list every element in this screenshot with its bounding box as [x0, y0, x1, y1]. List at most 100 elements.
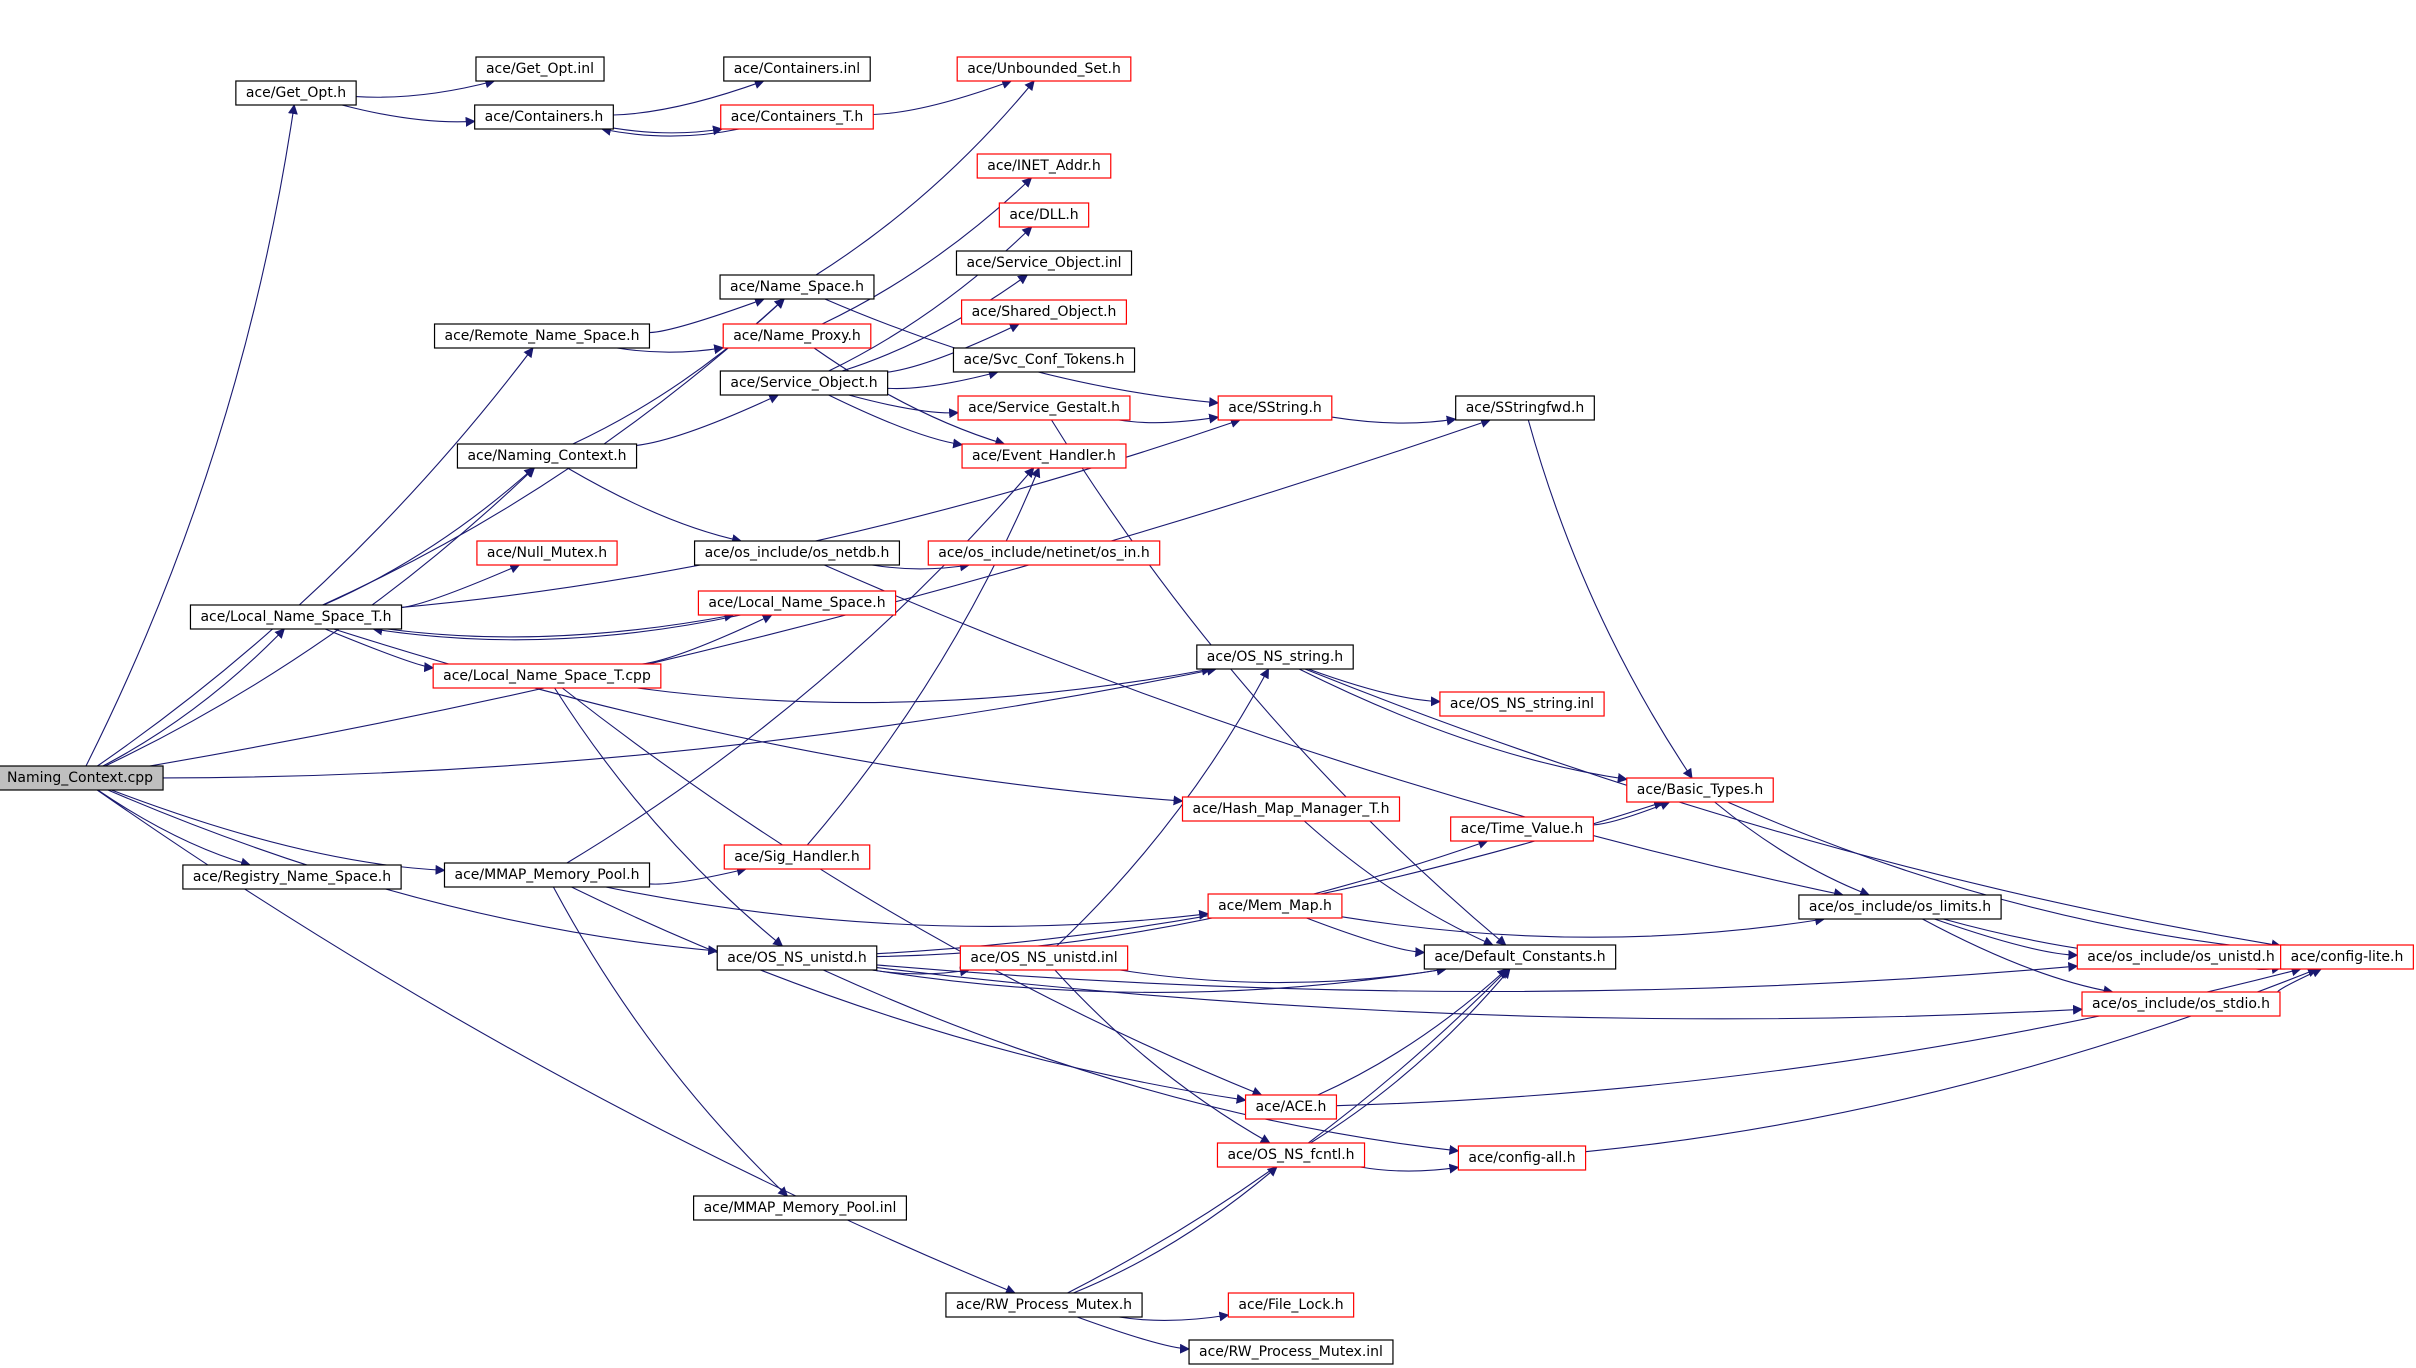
graph-node[interactable]: ace/Service_Object.inl: [955, 250, 1133, 276]
dependency-edge: [848, 394, 960, 419]
graph-node-box: [723, 56, 871, 82]
dependency-edge: [1727, 801, 2282, 955]
graph-node[interactable]: ace/Mem_Map.h: [1207, 893, 1343, 919]
graph-node[interactable]: ace/OS_NS_fcntl.h: [1216, 1142, 1366, 1168]
graph-node[interactable]: ace/Svc_Conf_Tokens.h: [952, 347, 1136, 373]
dependency-edge: [813, 347, 1006, 447]
graph-node-label: ace/Local_Name_Space_T.cpp: [443, 668, 651, 684]
graph-node[interactable]: ace/DLL.h: [998, 202, 1090, 228]
dependency-edge: [1054, 969, 1271, 1144]
graph-node-label: ace/Mem_Map.h: [1218, 898, 1332, 914]
graph-node-label: ace/RW_Process_Mutex.h: [956, 1297, 1132, 1313]
graph-node[interactable]: ace/RW_Process_Mutex.inl: [1188, 1339, 1394, 1365]
graph-node-box: [716, 945, 878, 971]
graph-node-box: [1450, 816, 1594, 842]
graph-node[interactable]: ace/Name_Proxy.h: [722, 323, 872, 349]
dependency-edge: [372, 614, 741, 641]
graph-node[interactable]: ace/RW_Process_Mutex.h: [945, 1292, 1143, 1318]
graph-node-box: [1455, 395, 1595, 421]
graph-node[interactable]: ace/OS_NS_string.inl: [1439, 691, 1605, 717]
dependency-edge: [571, 886, 1247, 1104]
graph-node[interactable]: ace/OS_NS_string.h: [1196, 644, 1354, 670]
dependency-edge: [823, 969, 1460, 1155]
graph-node[interactable]: ace/Service_Gestalt.h: [957, 395, 1131, 421]
graph-node[interactable]: ace/OS_NS_unistd.h: [716, 945, 878, 971]
graph-node[interactable]: ace/Local_Name_Space_T.h: [189, 604, 403, 630]
graph-node[interactable]: ace/Get_Opt.h: [235, 80, 357, 106]
graph-node[interactable]: ace/Service_Object.h: [719, 370, 889, 396]
dependency-edge: [561, 687, 1263, 1097]
graph-node[interactable]: ace/Hash_Map_Manager_T.h: [1181, 796, 1401, 822]
graph-node[interactable]: ace/MMAP_Memory_Pool.inl: [693, 1195, 907, 1221]
graph-node[interactable]: ace/Remote_Name_Space.h: [433, 323, 651, 349]
dependency-edge: [616, 344, 725, 355]
dependency-edge: [1922, 918, 2114, 996]
dependency-edge: [649, 297, 765, 334]
graph-node-box: [976, 153, 1112, 179]
graph-node[interactable]: ace/Null_Mutex.h: [476, 540, 618, 566]
graph-node[interactable]: Naming_Context.cpp: [0, 765, 164, 791]
graph-node-box: [998, 202, 1090, 228]
graph-node-label: ace/os_include/os_limits.h: [1809, 899, 1991, 915]
dependency-edge: [1593, 800, 1671, 826]
graph-node[interactable]: ace/File_Lock.h: [1227, 1292, 1355, 1318]
graph-node[interactable]: ace/Sig_Handler.h: [723, 844, 871, 870]
graph-node-box: [1181, 796, 1401, 822]
dependency-edge: [1118, 413, 1220, 424]
graph-node[interactable]: ace/config-all.h: [1457, 1145, 1587, 1171]
graph-node-box: [0, 765, 164, 791]
graph-node[interactable]: ace/Containers_T.h: [720, 104, 874, 130]
graph-node[interactable]: ace/Basic_Types.h: [1626, 777, 1774, 803]
graph-node[interactable]: ace/Local_Name_Space_T.cpp: [432, 663, 662, 689]
graph-node[interactable]: ace/OS_NS_unistd.inl: [959, 945, 1129, 971]
graph-node[interactable]: ace/Default_Constants.h: [1423, 944, 1617, 970]
graph-node[interactable]: ace/Registry_Name_Space.h: [182, 864, 402, 890]
graph-node-label: ace/os_include/os_unistd.h: [2087, 949, 2274, 965]
graph-node[interactable]: ace/SStringfwd.h: [1455, 395, 1595, 421]
graph-node[interactable]: ace/Name_Space.h: [719, 274, 875, 300]
graph-node[interactable]: ace/Containers.h: [474, 104, 614, 130]
graph-node-label: ace/Service_Object.inl: [966, 255, 1121, 271]
graph-node[interactable]: ace/SString.h: [1217, 395, 1333, 421]
dependency-edge: [1118, 1311, 1230, 1322]
graph-node[interactable]: ace/os_include/os_netdb.h: [693, 540, 901, 566]
graph-node-box: [474, 104, 614, 130]
graph-node-box: [1227, 1292, 1355, 1318]
graph-node[interactable]: ace/Naming_Context.h: [456, 443, 638, 469]
graph-node-label: Naming_Context.cpp: [7, 770, 153, 786]
graph-node-box: [723, 844, 871, 870]
dependency-edge: [613, 125, 723, 136]
dependency-edge: [1067, 968, 1509, 1294]
dependency-edge: [1119, 965, 1447, 984]
graph-node[interactable]: ace/Event_Handler.h: [961, 443, 1127, 469]
graph-node-label: ace/config-all.h: [1468, 1150, 1575, 1166]
graph-node[interactable]: ace/Containers.inl: [723, 56, 871, 82]
graph-node[interactable]: ace/Time_Value.h: [1450, 816, 1594, 842]
graph-node[interactable]: ace/Local_Name_Space.h: [697, 590, 897, 616]
dependency-edge: [871, 561, 970, 572]
graph-node[interactable]: ace/INET_Addr.h: [976, 153, 1112, 179]
dependency-edge: [1527, 419, 1693, 779]
graph-node-label: ace/INET_Addr.h: [987, 158, 1101, 174]
graph-node[interactable]: ace/ACE.h: [1244, 1094, 1338, 1120]
dependency-edge: [341, 104, 476, 127]
graph-node-box: [432, 663, 662, 689]
graph-node[interactable]: ace/os_include/os_stdio.h: [2081, 991, 2281, 1017]
graph-node-box: [722, 323, 872, 349]
graph-node[interactable]: ace/Get_Opt.inl: [475, 56, 605, 82]
graph-node[interactable]: ace/config-lite.h: [2280, 944, 2414, 970]
graph-node-label: ace/Naming_Context.h: [467, 448, 626, 464]
graph-node[interactable]: ace/MMAP_Memory_Pool.h: [443, 862, 651, 888]
graph-node-box: [960, 299, 1128, 325]
graph-node[interactable]: ace/os_include/netinet/os_in.h: [927, 540, 1161, 566]
graph-node[interactable]: ace/Shared_Object.h: [960, 299, 1128, 325]
graph-node-box: [955, 250, 1133, 276]
graph-node-label: ace/Containers.inl: [734, 61, 860, 77]
graph-node[interactable]: ace/Unbounded_Set.h: [956, 56, 1132, 82]
graph-node[interactable]: ace/os_include/os_limits.h: [1798, 894, 2002, 920]
graph-node-box: [1188, 1339, 1394, 1365]
graph-node-box: [952, 347, 1136, 373]
dependency-edge: [1317, 968, 1508, 1096]
dependency-edge: [872, 965, 1447, 993]
graph-node[interactable]: ace/os_include/os_unistd.h: [2076, 944, 2286, 970]
